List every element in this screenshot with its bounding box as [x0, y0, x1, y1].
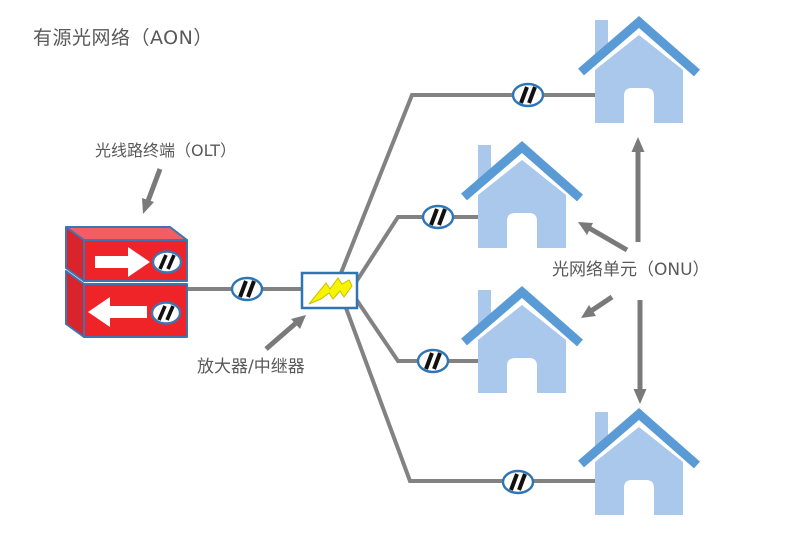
onu-house-icon-3 — [464, 290, 580, 393]
wire-to-house-2 — [354, 215, 482, 284]
onu-arrow-to-house-2-icon — [578, 222, 629, 253]
downstream-right-arrow-icon — [95, 247, 150, 277]
olt-fiber-port-icon — [150, 301, 182, 325]
olt-label-arrow-icon — [142, 168, 163, 214]
callout-arrows — [142, 137, 647, 404]
fiber-connector-icon — [501, 469, 535, 495]
onu-house-icon-4 — [581, 412, 697, 515]
onu-arrow-to-house-3-icon — [581, 294, 614, 318]
lightning-bolt-icon — [308, 277, 353, 305]
onu-house-icon-2 — [464, 145, 580, 248]
fiber-connector-icon — [511, 82, 545, 108]
olt-device-icon — [65, 226, 188, 338]
amplifier-icon — [300, 271, 359, 310]
onu-label: 光网络单元（ONU） — [552, 260, 710, 280]
fiber-connector-icon — [421, 204, 455, 230]
amplifier-label-arrow-icon — [264, 315, 306, 351]
onu-arrow-down-to-house-4-icon — [633, 300, 647, 404]
fiber-connector-icon — [416, 348, 450, 374]
amplifier-label: 放大器/中继器 — [197, 357, 305, 377]
wire-to-house-3 — [354, 297, 481, 363]
diagram-title: 有源光网络（AON） — [33, 27, 213, 49]
olt-fiber-port-icon — [151, 250, 183, 274]
onu-arrow-up-to-house-1-icon — [631, 137, 645, 242]
upstream-left-arrow-icon — [88, 297, 147, 327]
fiber-connector-icon — [230, 276, 264, 302]
onu-house-icon-1 — [581, 20, 697, 123]
olt-label: 光线路终端（OLT） — [95, 141, 237, 160]
